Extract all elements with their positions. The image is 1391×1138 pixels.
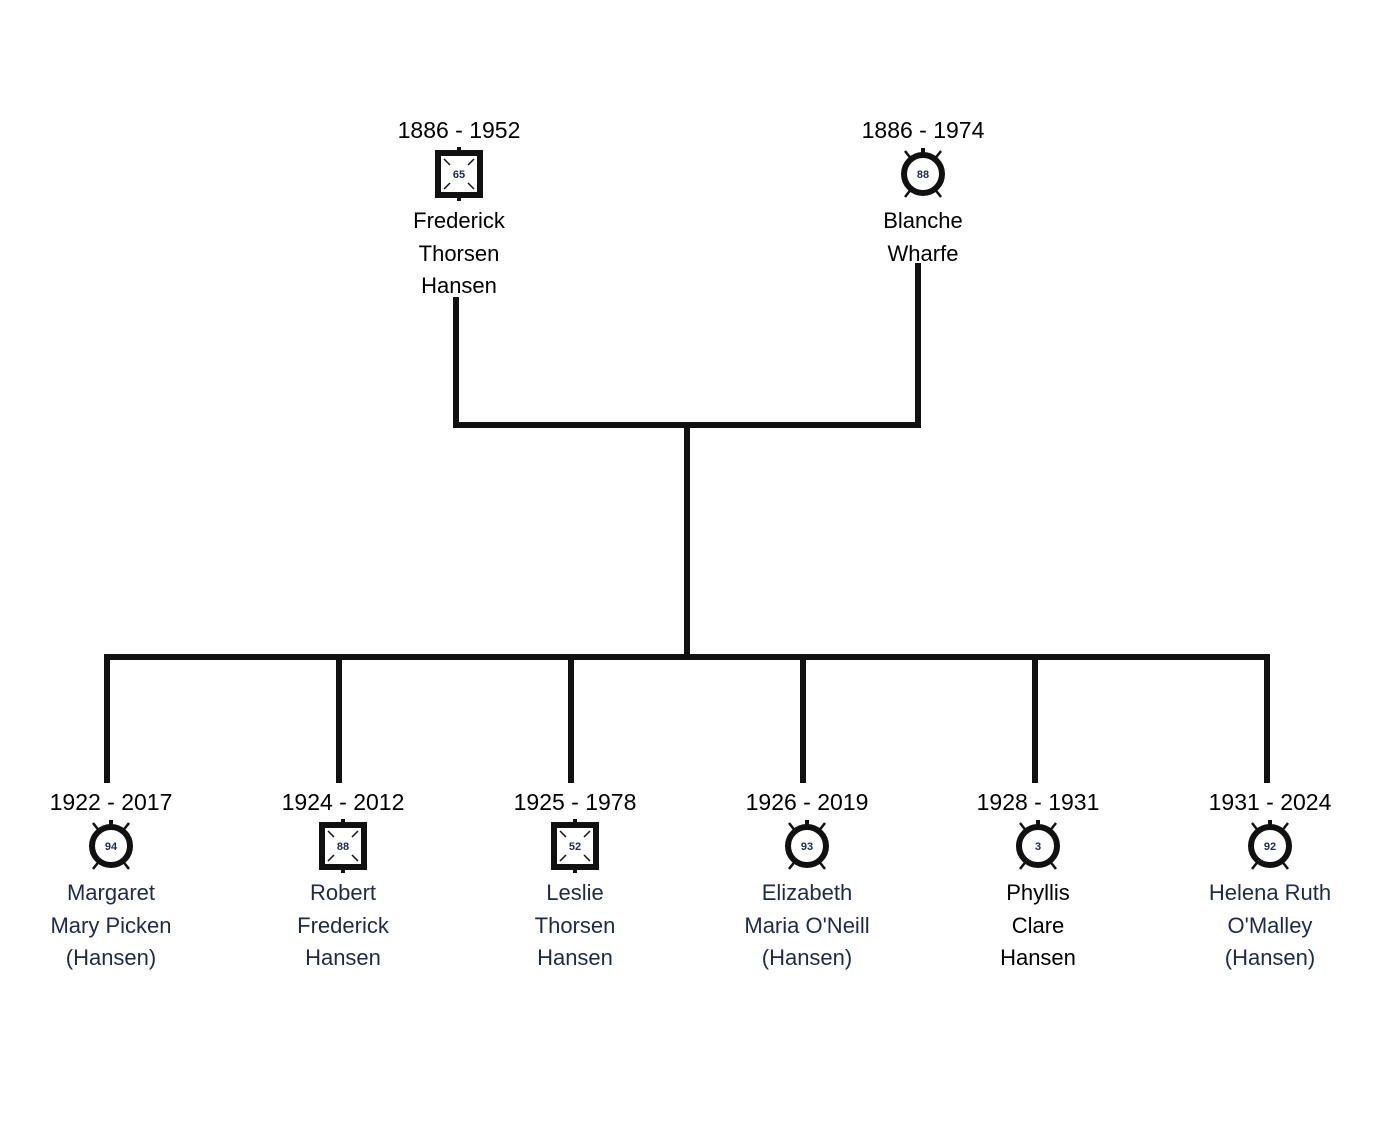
- name-line: Helena Ruth: [1208, 880, 1332, 905]
- life-dates: 1931 - 2024: [1208, 789, 1332, 815]
- circle-shape: [785, 824, 829, 868]
- person-name-link[interactable]: Helena Ruth O'Malley (Hansen): [1180, 877, 1360, 975]
- deceased-mark: [559, 854, 567, 862]
- female-deceased-circle-icon: 92: [1248, 820, 1292, 870]
- name-line: Wharfe: [887, 240, 959, 266]
- person-blanche-wharfe[interactable]: 1886 - 1974 88 Blanche Wharfe: [833, 117, 1013, 270]
- circle-shape: [1248, 824, 1292, 868]
- age-label: 3: [1035, 841, 1041, 853]
- male-deceased-square-icon: 65: [435, 147, 483, 201]
- name-line: Frederick: [297, 912, 389, 938]
- person-name[interactable]: Frederick Thorsen Hansen: [369, 205, 549, 303]
- female-deceased-circle-icon: 93: [785, 820, 829, 870]
- deceased-mark: [351, 830, 359, 838]
- age-label: 88: [337, 841, 349, 853]
- name-line: (Hansen): [1224, 945, 1316, 970]
- female-deceased-circle-icon: 88: [901, 148, 945, 198]
- person-name-link[interactable]: Leslie Thorsen Hansen: [485, 877, 665, 975]
- female-deceased-circle-icon: 3: [1016, 820, 1060, 870]
- life-dates: 1886 - 1974: [861, 117, 985, 143]
- person-helena-ruth-omalley[interactable]: 1931 - 2024 92 Helena Ruth O'Malley (Han…: [1180, 789, 1360, 975]
- person-phyllis-clare-hansen[interactable]: 1928 - 1931 3 Phyllis Clare Hansen: [948, 789, 1128, 975]
- life-dates: 1922 - 2017: [49, 789, 173, 815]
- life-dates: 1925 - 1978: [513, 789, 637, 815]
- name-line: Maria O'Neill: [744, 912, 870, 938]
- circle-shape: [901, 152, 945, 196]
- name-line: Frederick: [413, 208, 505, 233]
- deceased-mark: [467, 182, 475, 190]
- life-dates: 1926 - 2019: [745, 789, 869, 815]
- name-line: Mary Picken: [50, 912, 172, 938]
- name-line: Elizabeth: [761, 880, 853, 905]
- person-name-link[interactable]: Margaret Mary Picken (Hansen): [21, 877, 201, 975]
- age-label: 88: [917, 169, 929, 181]
- person-robert-frederick-hansen[interactable]: 1924 - 2012 88 Robert Frederick Hansen: [253, 789, 433, 975]
- name-line: Blanche: [883, 208, 963, 233]
- deceased-mark: [583, 830, 591, 838]
- life-dates: 1924 - 2012: [281, 789, 405, 815]
- person-frederick-thorsen-hansen[interactable]: 1886 - 1952 65 Frederick Thorsen Hansen: [369, 117, 549, 303]
- age-label: 94: [105, 841, 118, 853]
- deceased-mark: [583, 854, 591, 862]
- name-line: Hansen: [537, 945, 613, 970]
- age-label: 52: [569, 841, 581, 853]
- name-line: Margaret: [66, 880, 156, 905]
- age-label: 65: [453, 169, 465, 181]
- name-line: O'Malley: [1227, 912, 1313, 938]
- name-line: Robert: [309, 880, 377, 905]
- name-line: Phyllis: [1006, 880, 1070, 905]
- deceased-mark: [467, 158, 475, 166]
- name-line: (Hansen): [761, 945, 853, 970]
- name-line: Thorsen: [534, 912, 616, 938]
- deceased-mark: [327, 830, 335, 838]
- person-leslie-thorsen-hansen[interactable]: 1925 - 1978 52 Leslie Thorsen Hansen: [485, 789, 665, 975]
- name-line: Clare: [1011, 912, 1065, 938]
- life-dates: 1886 - 1952: [397, 117, 521, 143]
- circle-shape: [89, 824, 133, 868]
- person-name[interactable]: Blanche Wharfe: [833, 205, 1013, 270]
- person-name-link[interactable]: Elizabeth Maria O'Neill (Hansen): [717, 877, 897, 975]
- person-name[interactable]: Phyllis Clare Hansen: [948, 877, 1128, 975]
- name-line: Hansen: [305, 945, 381, 970]
- circle-shape: [1016, 824, 1060, 868]
- female-deceased-circle-icon: 94: [89, 820, 133, 870]
- deceased-mark: [443, 158, 451, 166]
- age-label: 93: [801, 841, 813, 853]
- age-label: 92: [1264, 841, 1276, 853]
- male-deceased-square-icon: 52: [551, 819, 599, 873]
- name-line: Hansen: [1000, 945, 1076, 970]
- deceased-mark: [351, 854, 359, 862]
- person-name-link[interactable]: Robert Frederick Hansen: [253, 877, 433, 975]
- deceased-mark: [327, 854, 335, 862]
- name-line: Hansen: [421, 273, 497, 298]
- life-dates: 1928 - 1931: [976, 789, 1100, 815]
- person-elizabeth-maria-oneill[interactable]: 1926 - 2019 93 Elizabeth Maria O'Neill (…: [717, 789, 897, 975]
- deceased-mark: [559, 830, 567, 838]
- name-line: (Hansen): [65, 945, 157, 970]
- person-margaret-mary-picken[interactable]: 1922 - 2017 94 Margaret Mary Picken (Han…: [21, 789, 201, 975]
- deceased-mark: [443, 182, 451, 190]
- male-deceased-square-icon: 88: [319, 819, 367, 873]
- name-line: Leslie: [546, 880, 604, 905]
- name-line: Thorsen: [418, 240, 500, 266]
